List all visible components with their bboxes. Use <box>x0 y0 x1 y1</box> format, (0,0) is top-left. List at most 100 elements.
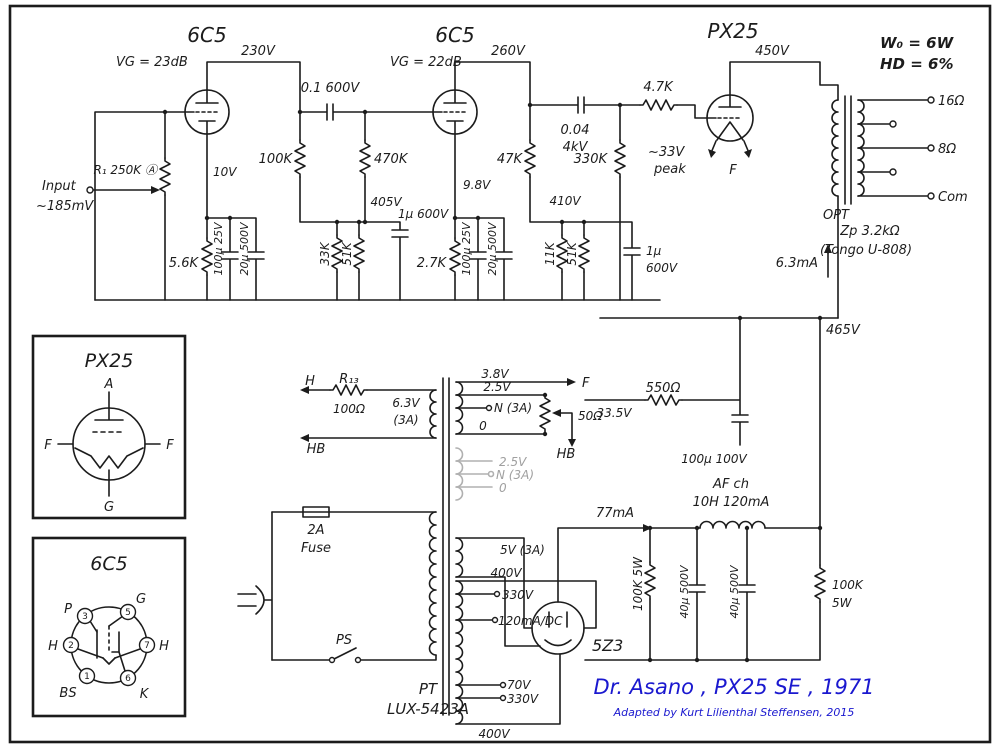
c6c5-pin-bs: BS <box>59 686 76 701</box>
credit-subtitle: Adapted by Kurt Lilienthal Steffensen, 2… <box>613 706 855 719</box>
winding-63v-rating: (3A) <box>393 413 418 427</box>
divider-r2-label: 51K <box>340 241 354 265</box>
stage2-cathode-voltage: 9.8V <box>463 178 491 192</box>
grid-stopper-label: 4.7K <box>643 80 674 95</box>
spec-power: W₀ = 6W <box>880 34 955 52</box>
stage2-cathode-resistor: 2.7K <box>417 256 448 271</box>
tube3-label: PX25 <box>707 19 758 43</box>
px25-pin-f-left: F <box>44 438 52 453</box>
c6c5-pin-g: G <box>136 592 146 607</box>
c6c5-pin-h-right: H <box>159 639 169 654</box>
stage2-gain-label: VG = 22dB <box>390 55 462 70</box>
power-switch-label: PS <box>336 633 352 648</box>
heater-f-label: F <box>582 376 590 391</box>
tap-330v-a: 330V <box>502 588 534 602</box>
tap-400v-a: 400V <box>490 566 522 580</box>
opt-label-1: OPT <box>823 208 850 223</box>
node2-voltage: 410V <box>549 194 581 208</box>
input-label-2: ~185mV <box>36 199 94 214</box>
choke-label-2: 10H 120mA <box>693 495 770 510</box>
filter-cap2-label: 40μ 500V <box>728 564 741 618</box>
winding-5v: 5V (3A) <box>500 543 545 557</box>
px25-pinout-title: PX25 <box>85 350 134 372</box>
tube-1-6c5 <box>184 89 230 135</box>
tap-com-label: Com <box>938 190 968 205</box>
coupling-cap2-value: 0.04 <box>561 123 590 138</box>
pin-number-3: 3 <box>82 612 88 622</box>
coupling-cap1-label: 0.1 600V <box>301 81 361 96</box>
px25-pin-g: G <box>104 500 114 515</box>
pin-number-1: 1 <box>84 672 90 682</box>
page-border <box>8 4 992 744</box>
stage1-bypass-cap2: 20μ 500V <box>238 221 251 275</box>
tap-0v: 0 <box>479 419 487 433</box>
grey-tap-n3a: N (3A) <box>496 468 534 482</box>
tube2-label: 6C5 <box>435 23 474 47</box>
c6c5-pin-h-left: H <box>48 639 58 654</box>
spec-distortion: HD = 6% <box>880 55 953 73</box>
swing-label-1: ~33V <box>648 145 685 160</box>
filter-cap1-label: 40μ 500V <box>678 564 691 618</box>
rectifier-label: 5Z3 <box>592 636 623 655</box>
divider2-r2-label: 51K <box>565 241 579 265</box>
psu-wires <box>237 377 821 725</box>
arrowheads <box>151 149 832 532</box>
px25-pin-f-right: F <box>166 438 174 453</box>
opt-label-2: Zp 3.2kΩ <box>839 224 899 239</box>
r13-value: 100Ω <box>333 402 366 416</box>
decouple-cap1-label: 1μ 600V <box>398 207 449 221</box>
labels: 6C5 VG = 23dB 230V 0.1 600V 6C5 VG = 22d… <box>36 19 968 741</box>
tap-16ohm-label: 16Ω <box>938 94 965 109</box>
heater-h-label: H <box>305 374 315 389</box>
c6c5-pinout-box <box>31 536 187 718</box>
bleeder1-label: 100K 5W <box>631 556 645 611</box>
c6c5-pin-k: K <box>140 687 150 702</box>
winding-63v: 6.3V <box>392 396 420 410</box>
stage1-gain-label: VG = 23dB <box>116 55 188 70</box>
stage1-cathode-voltage: 10V <box>213 165 237 179</box>
c6c5-pinout-title: 6C5 <box>90 553 127 575</box>
bias-cap-label: 100μ 100V <box>681 452 747 466</box>
divider-r1-label: 33K <box>318 241 332 265</box>
px25-pin-a: A <box>104 377 114 392</box>
unused-winding <box>455 447 495 501</box>
tube-2-6c5 <box>432 89 478 135</box>
tube-px25 <box>706 94 754 142</box>
tap-25v: 2.5V <box>483 380 511 394</box>
tube1-label: 6C5 <box>187 23 226 47</box>
c6c5-pin-p: P <box>64 602 72 617</box>
bias-voltage: 33.5V <box>597 406 633 420</box>
pin-number-7: 7 <box>144 641 150 651</box>
tap-400v-b: 400V <box>478 727 510 741</box>
fuse-label: Fuse <box>301 541 331 556</box>
stage2-plate-voltage: 260V <box>491 44 526 59</box>
hb-right-label: HB <box>557 447 576 462</box>
stage1-cathode-resistor: 5.6K <box>169 256 200 271</box>
pin-number-2: 2 <box>68 641 74 651</box>
tap-70v: 70V <box>507 678 531 692</box>
pin-number-6: 6 <box>125 674 131 684</box>
tap-38v: 3.8V <box>481 367 509 381</box>
coupling-cap2-rating: 4kV <box>563 140 589 155</box>
amp-wires <box>92 61 929 529</box>
stage2-bypass-cap2: 20μ 500V <box>486 221 499 275</box>
tap-330v-b: 330V <box>507 692 539 706</box>
swing-label-2: peak <box>653 162 686 177</box>
stage2-grid-resistor: 470K <box>374 152 409 167</box>
junction-dots <box>162 102 823 663</box>
stage1-plate-resistor: 100K <box>259 152 294 167</box>
supply-current: 77mA <box>596 506 634 521</box>
dc-rating: 120mA/DC <box>498 614 563 628</box>
pt-label-2: LUX-5423A <box>387 700 469 718</box>
px25-grid-resistor: 330K <box>574 152 609 167</box>
stage2-plate-resistor: 47K <box>497 152 524 167</box>
terminals <box>86 96 935 702</box>
px25-pinout-box <box>31 334 187 520</box>
credit-title: Dr. Asano , PX25 SE , 1971 <box>593 675 874 699</box>
filament-f-label: F <box>729 163 737 178</box>
choke-label-1: AF ch <box>712 477 749 492</box>
stage1-bypass-cap1: 100μ 25V <box>212 221 225 275</box>
output-plate-voltage: 450V <box>755 44 790 59</box>
